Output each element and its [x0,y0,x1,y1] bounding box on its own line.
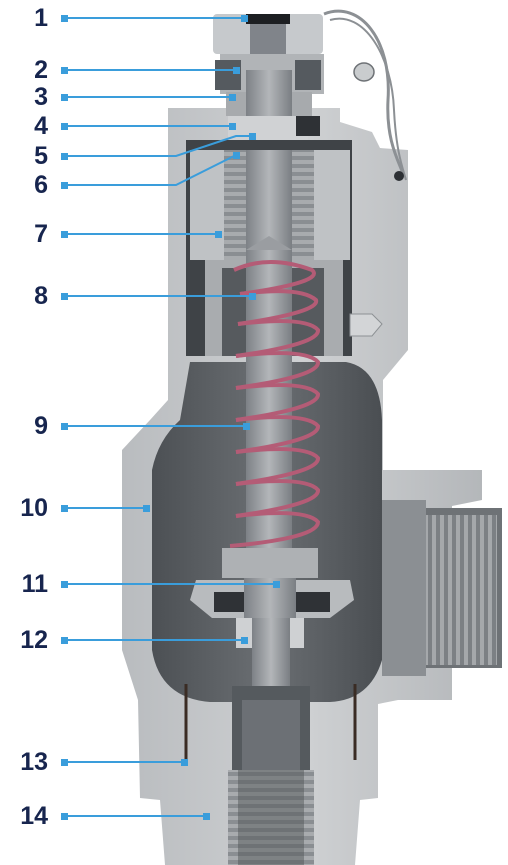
leader-end-adjusting-screw [233,67,240,74]
callout-number-3: 3 [34,83,48,111]
callout-number-10: 10 [20,494,48,522]
leader-end-spindle-thread [233,152,240,159]
leader-start-spindle-thread [61,182,68,189]
callout-number-13: 13 [20,748,48,776]
leader-start-spindle [61,153,68,160]
leader-start-adjusting-screw [61,67,68,74]
leader-start-spring-guide [61,293,68,300]
leader-end-inlet-seal [181,759,188,766]
callout-number-12: 12 [20,626,48,654]
callout-number-4: 4 [34,112,48,140]
callout-number-2: 2 [34,56,48,84]
callout-number-8: 8 [34,282,48,310]
leader-start-lock-nut [61,94,68,101]
leader-start-bonnet [61,231,68,238]
leader-start-body [61,505,68,512]
disc [190,548,354,618]
leader-end-nozzle [203,813,210,820]
leader-start-guide [61,637,68,644]
leader-end-spring [243,423,250,430]
leader-start-cap [61,15,68,22]
leader-end-bonnet-seal [229,123,236,130]
callout-number-6: 6 [34,171,48,199]
leader-end-cap [241,15,248,22]
leader-end-disc [273,581,280,588]
leader-end-spindle [249,133,256,140]
leader-start-bonnet-seal [61,123,68,130]
callout-number-9: 9 [34,412,48,440]
leader-lines [61,15,280,820]
callout-number-5: 5 [34,142,48,170]
seal-wire [323,9,407,181]
nozzle [184,618,357,865]
spring [229,260,321,548]
leader-start-spring [61,423,68,430]
leader-end-body [143,505,150,512]
spindle [190,70,350,260]
leader-line-spindle [64,135,252,157]
leader-start-inlet-seal [61,759,68,766]
leader-end-spring-guide [249,293,256,300]
callout-number-14: 14 [20,802,48,830]
callout-number-1: 1 [34,4,48,32]
leader-end-bonnet [215,231,222,238]
leader-line-spindle-thread [64,154,237,186]
leader-start-nozzle [61,813,68,820]
callout-number-7: 7 [34,220,48,248]
leader-start-disc [61,581,68,588]
callout-number-11: 11 [21,570,48,598]
leader-end-guide [241,637,248,644]
leader-end-lock-nut [229,94,236,101]
